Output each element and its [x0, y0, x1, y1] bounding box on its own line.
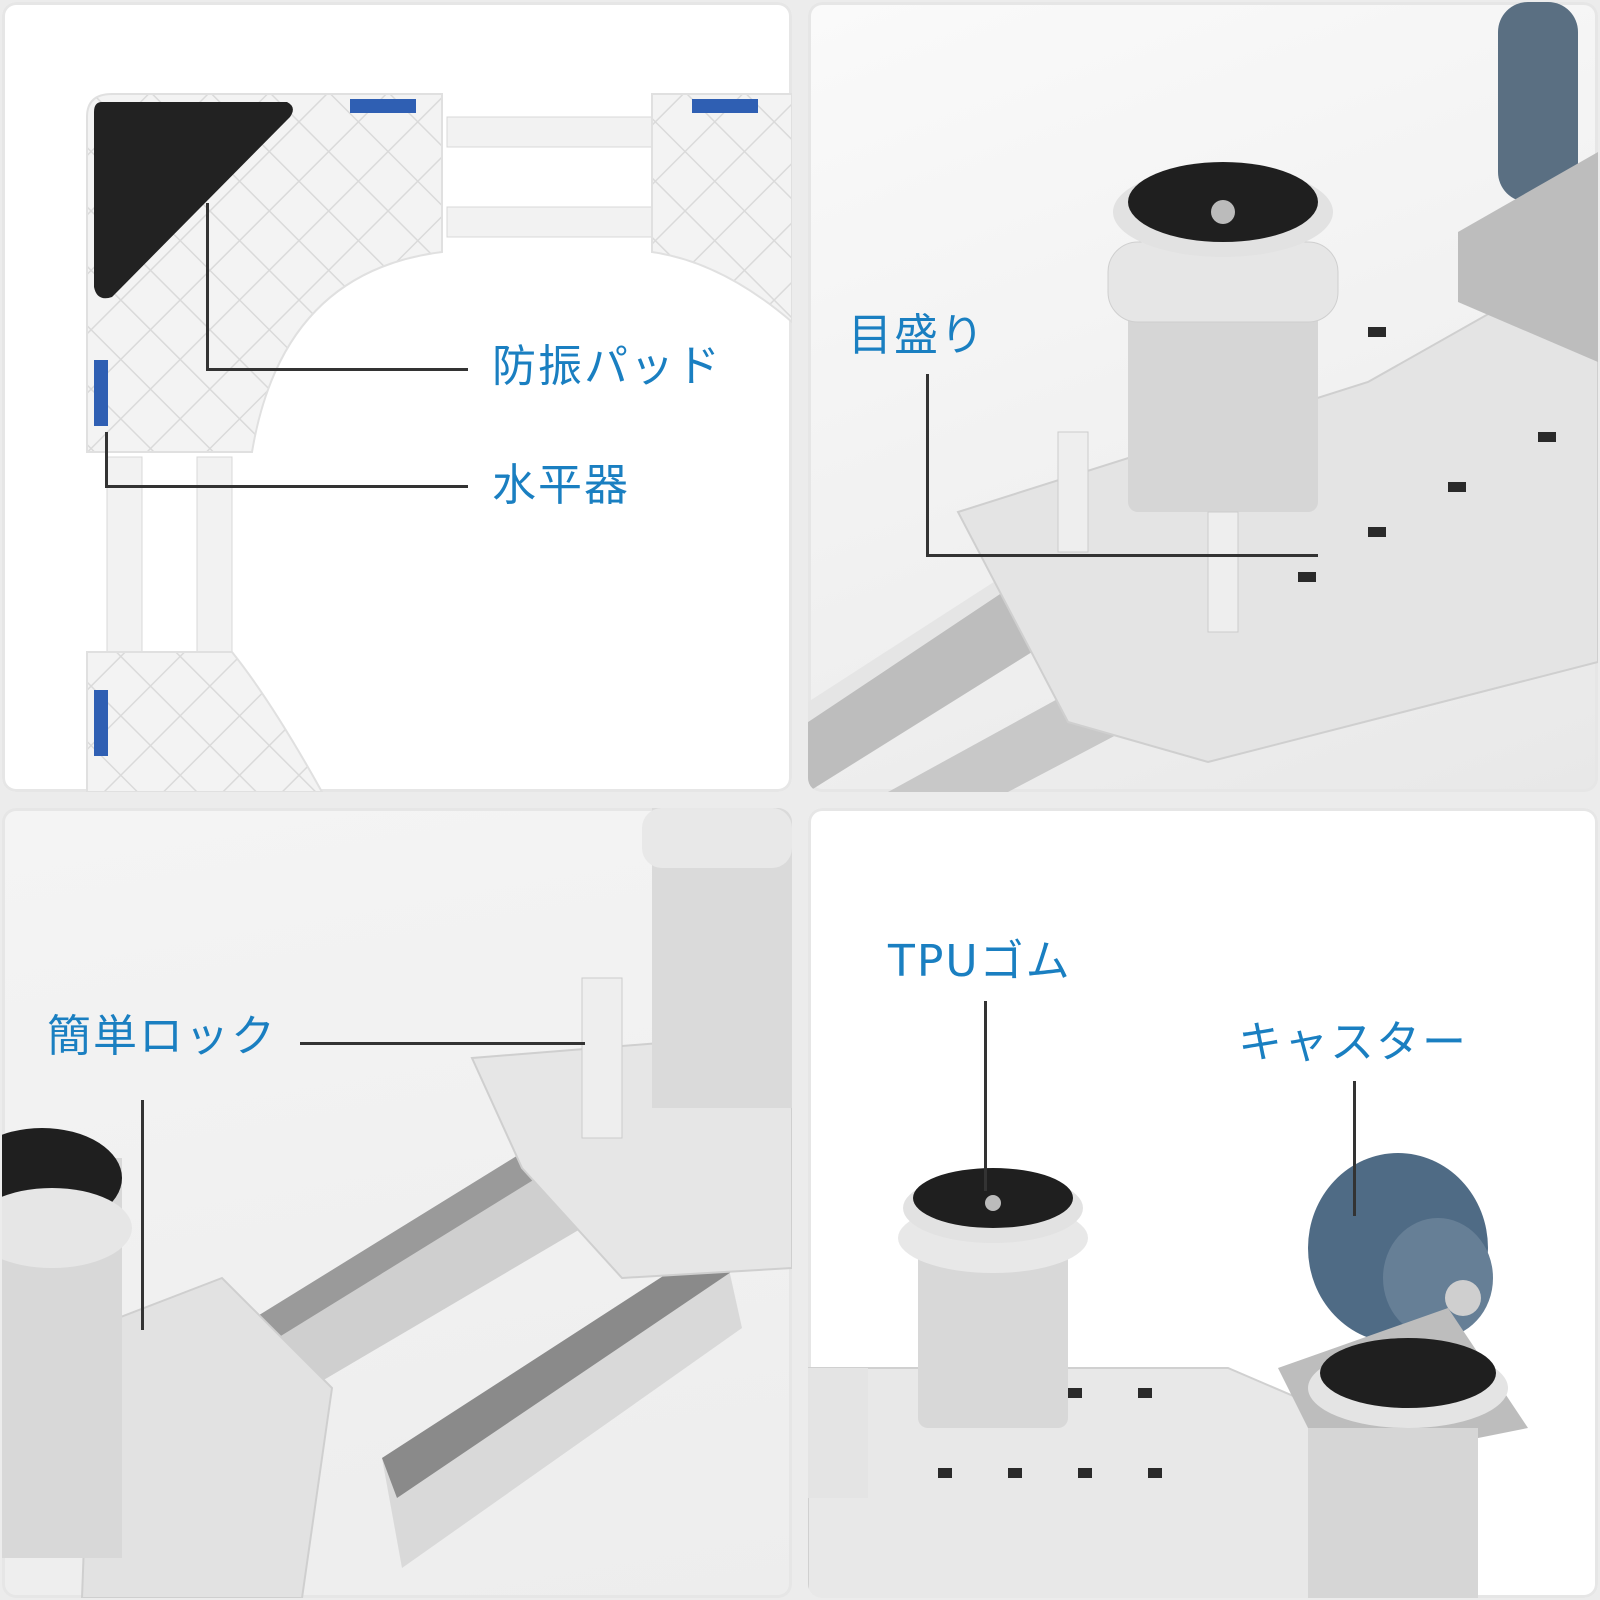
panel-top-left: 防振パッド 水平器	[2, 2, 792, 792]
label-scale: 目盛り	[848, 310, 986, 361]
callout-line-lock-h	[300, 1042, 585, 1045]
callout-line-level	[105, 432, 108, 487]
callout-line-lock-v	[141, 1100, 144, 1330]
callout-line-pad	[206, 203, 209, 370]
corner-frame-illustration	[86, 93, 792, 792]
label-caster: キャスター	[1238, 1017, 1468, 1068]
callout-line-caster	[1353, 1081, 1356, 1216]
panel-bottom-right: TPUゴム キャスター	[808, 808, 1598, 1598]
easy-lock-illustration	[2, 808, 792, 1598]
label-anti-vibration-pad: 防振パッド	[492, 341, 722, 392]
tpu-caster-illustration	[808, 1153, 1528, 1598]
label-level: 水平器	[492, 460, 630, 511]
adjustable-foot-illustration	[808, 2, 1598, 792]
callout-line-pad-h	[206, 368, 468, 371]
panel-bottom-left: 簡単ロック	[2, 808, 792, 1598]
label-tpu-rubber: TPUゴム	[888, 936, 1072, 987]
panel-top-right: 目盛り	[808, 2, 1598, 792]
callout-line-scale-h	[926, 554, 1318, 557]
callout-line-tpu	[984, 1001, 987, 1191]
callout-line-level-h	[105, 485, 468, 488]
label-easy-lock: 簡単ロック	[47, 1011, 277, 1062]
callout-line-scale-v	[926, 374, 929, 556]
